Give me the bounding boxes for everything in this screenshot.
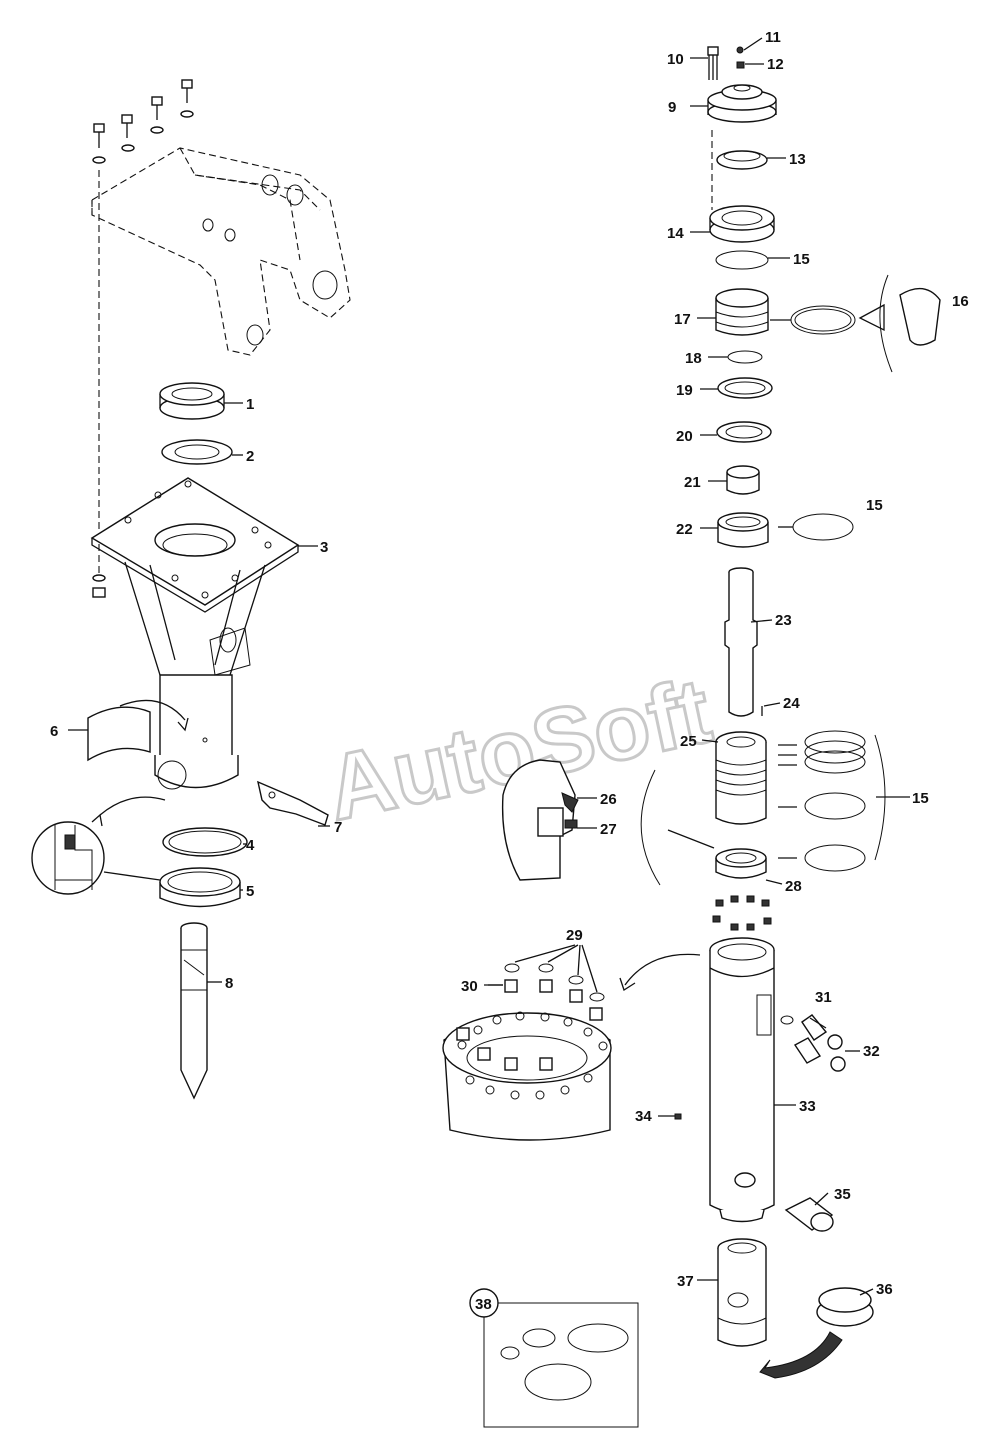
callout-12: 12 bbox=[767, 56, 784, 73]
part-8-chisel bbox=[180, 922, 208, 1100]
callout-4: 4 bbox=[246, 837, 255, 854]
part-22-seal-pack bbox=[717, 512, 769, 548]
part-36-cap bbox=[759, 1287, 874, 1379]
callout-17: 17 bbox=[674, 311, 691, 328]
part-18-disc bbox=[727, 350, 763, 364]
part-11-nut bbox=[736, 46, 744, 54]
callout-6: 6 bbox=[50, 723, 58, 740]
small-plugs bbox=[712, 895, 772, 931]
bracket-bolts bbox=[92, 79, 194, 164]
callout-36: 36 bbox=[876, 1281, 893, 1298]
callout-15-mid: 15 bbox=[866, 497, 883, 514]
callout-13: 13 bbox=[789, 151, 806, 168]
part-2-washer bbox=[161, 439, 233, 465]
callout-5: 5 bbox=[246, 883, 254, 900]
part-37-lower-sleeve bbox=[717, 1238, 767, 1347]
part-35-pin bbox=[784, 1197, 834, 1232]
part-15-o-ring-b bbox=[792, 513, 854, 541]
callout-23: 23 bbox=[775, 612, 792, 629]
part-14-flange bbox=[709, 205, 775, 243]
part-7-wrench bbox=[257, 780, 329, 826]
callout-34: 34 bbox=[635, 1108, 652, 1125]
callout-16: 16 bbox=[952, 293, 969, 310]
callout-18: 18 bbox=[685, 350, 702, 367]
part-3-front-head bbox=[90, 477, 300, 790]
callout-15-top: 15 bbox=[793, 251, 810, 268]
callout-10: 10 bbox=[667, 51, 684, 68]
part-25-cylinder-sleeve bbox=[715, 731, 767, 825]
part-4-o-ring bbox=[162, 827, 248, 857]
callout-20: 20 bbox=[676, 428, 693, 445]
part-32-plugs bbox=[827, 1034, 846, 1072]
part-19-ring bbox=[717, 377, 773, 399]
callout-21: 21 bbox=[684, 474, 701, 491]
callout-26: 26 bbox=[600, 791, 617, 808]
callout-7: 7 bbox=[334, 819, 342, 836]
part-10-bolt bbox=[707, 46, 719, 80]
callout-11: 11 bbox=[765, 29, 781, 46]
callout-15-set: 15 bbox=[912, 790, 929, 807]
part-31-check-valves bbox=[780, 1014, 828, 1064]
part-13-seal bbox=[716, 150, 768, 170]
part-15-o-ring-a bbox=[715, 250, 769, 270]
part-6-retaining-clip bbox=[87, 699, 189, 762]
part-9-top-cap bbox=[707, 84, 777, 123]
part-33-cylinder-body bbox=[709, 937, 775, 1223]
callout-28: 28 bbox=[785, 878, 802, 895]
bushing-detail-view bbox=[31, 796, 166, 895]
callout-29: 29 bbox=[566, 927, 583, 944]
part-38-seal-kit bbox=[469, 1288, 639, 1428]
callout-14: 14 bbox=[667, 225, 684, 242]
callout-22: 22 bbox=[676, 521, 693, 538]
callout-32: 32 bbox=[863, 1043, 880, 1060]
part-28-guide bbox=[715, 848, 767, 879]
part-17-valve bbox=[715, 288, 769, 336]
callout-3: 3 bbox=[320, 539, 328, 556]
part-1-seal-ring bbox=[159, 382, 225, 420]
callout-33: 33 bbox=[799, 1098, 816, 1115]
callout-30: 30 bbox=[461, 978, 478, 995]
flange-nut bbox=[92, 574, 106, 598]
callout-25: 25 bbox=[680, 733, 697, 750]
callout-35: 35 bbox=[834, 1186, 851, 1203]
callout-31: 31 bbox=[815, 989, 832, 1006]
callout-37: 37 bbox=[677, 1273, 694, 1290]
seal-detail-view bbox=[501, 759, 715, 886]
part-12-plug bbox=[736, 61, 745, 69]
part-15-seal-set bbox=[778, 730, 886, 872]
part-20-seal bbox=[716, 421, 772, 443]
part-5-bushing bbox=[159, 867, 241, 908]
part-34-plug bbox=[674, 1113, 682, 1120]
callout-8: 8 bbox=[225, 975, 233, 992]
part-21-bushing bbox=[726, 465, 760, 495]
callout-2: 2 bbox=[246, 448, 254, 465]
callout-leaders bbox=[68, 37, 910, 1296]
callout-27: 27 bbox=[600, 821, 617, 838]
part-23-piston bbox=[724, 567, 758, 717]
callout-1: 1 bbox=[246, 396, 254, 413]
mounting-bracket bbox=[91, 147, 351, 356]
callout-24: 24 bbox=[783, 695, 800, 712]
part-16-seal-ring bbox=[790, 274, 941, 373]
callout-9: 9 bbox=[668, 99, 676, 116]
kit-number-label: 38 bbox=[475, 1296, 492, 1313]
cylinder-top-detail-view bbox=[442, 944, 701, 1141]
callout-19: 19 bbox=[676, 382, 693, 399]
